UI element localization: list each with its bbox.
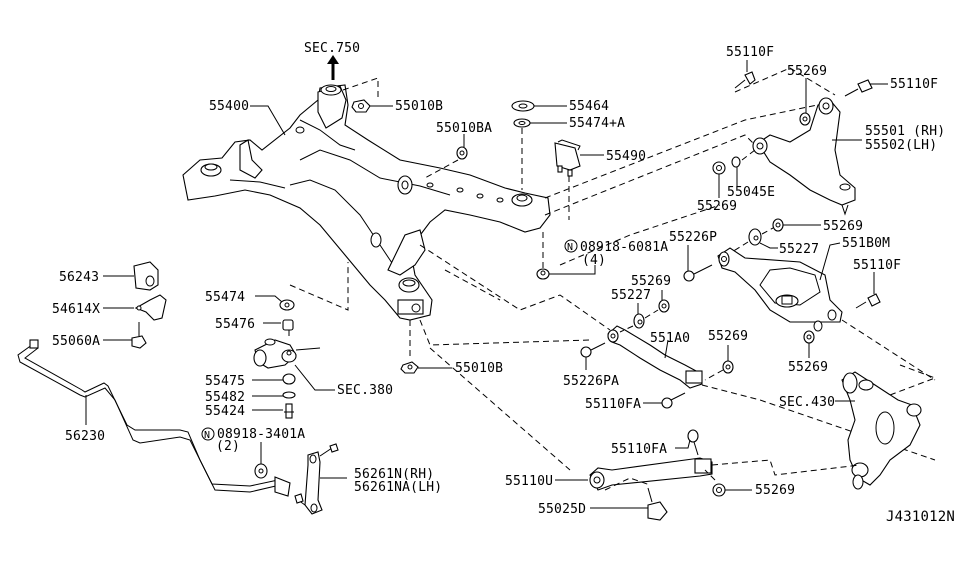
height-sensor-body — [253, 338, 297, 369]
callout-55474[interactable]: 55474 — [205, 290, 245, 305]
figure-code: J431012N — [886, 509, 955, 525]
callout-56261NA-lh[interactable]: 56261NA(LH) — [354, 480, 442, 495]
nut-08918-6081A[interactable] — [536, 268, 550, 280]
nut-55269-upper[interactable] — [799, 112, 811, 126]
stabilizer-link-56261N[interactable] — [294, 443, 339, 515]
callout-551A0[interactable]: 551A0 — [650, 331, 690, 346]
stabilizer-bar-56230[interactable] — [17, 339, 291, 497]
sec-750-arrow — [327, 55, 339, 80]
n-marker-circle-3401A — [201, 427, 215, 441]
callout-55269-g[interactable]: 55269 — [755, 483, 795, 498]
callout-55227-a[interactable]: 55227 — [779, 242, 819, 257]
washer-55464[interactable] — [511, 100, 535, 112]
callout-55010B-top[interactable]: 55010B — [395, 99, 443, 114]
callout-55269-d[interactable]: 55269 — [788, 360, 828, 375]
callout-55269-c[interactable]: 55269 — [823, 219, 863, 234]
callout-55226P[interactable]: 55226P — [669, 230, 717, 245]
bolt-55110F-lower[interactable] — [855, 293, 881, 309]
callout-08918-3401A-qty: (2) — [216, 439, 240, 454]
callout-551B0M[interactable]: 551B0M — [842, 236, 890, 251]
callout-55110U[interactable]: 55110U — [505, 474, 553, 489]
washer-55045E[interactable] — [731, 156, 741, 168]
callout-55269-f[interactable]: 55269 — [708, 329, 748, 344]
callout-55464[interactable]: 55464 — [569, 99, 609, 114]
knuckle-sec430[interactable] — [841, 371, 922, 490]
callout-55227-b[interactable]: 55227 — [611, 288, 651, 303]
suspension-member-55400[interactable] — [182, 84, 551, 321]
callout-55269-e[interactable]: 55269 — [631, 274, 671, 289]
bushing-55476[interactable] — [282, 319, 294, 331]
callout-56261N-rh[interactable]: 56261N(RH) — [354, 467, 434, 482]
bracket-54614X[interactable] — [134, 294, 167, 321]
bolt-55226P[interactable] — [683, 264, 713, 282]
bolt-55110F-upper-left[interactable] — [734, 71, 756, 89]
callout-55502-lh[interactable]: 55502(LH) — [865, 138, 937, 153]
callout-55490[interactable]: 55490 — [606, 149, 646, 164]
callout-55476[interactable]: 55476 — [215, 317, 255, 332]
callout-55269-a[interactable]: 55269 — [787, 64, 827, 79]
callout-55110F-b[interactable]: 55110F — [890, 77, 938, 92]
bushing-56243[interactable] — [133, 261, 159, 291]
lower-arm-551B0M[interactable] — [717, 247, 843, 332]
washer-55474A[interactable] — [513, 118, 531, 128]
callout-55424[interactable]: 55424 — [205, 404, 245, 419]
cam-55227-link[interactable] — [633, 313, 645, 329]
nut-08918-3401A[interactable] — [254, 463, 268, 479]
nut-55269-lower-top[interactable] — [772, 218, 784, 232]
nut-55474[interactable] — [279, 299, 295, 311]
nut-55269-link-top[interactable] — [658, 299, 670, 313]
nut-55269-lower-bottom[interactable] — [803, 330, 815, 344]
callout-56243[interactable]: 56243 — [59, 270, 99, 285]
callout-08918-3401A[interactable]: 08918-3401A — [217, 427, 305, 442]
section-ref-sec380[interactable]: SEC.380 — [337, 383, 393, 398]
callout-55475[interactable]: 55475 — [205, 374, 245, 389]
bolt-55110F-upper-right[interactable] — [844, 79, 873, 97]
callout-55045E[interactable]: 55045E — [727, 185, 775, 200]
nut-55269-toe[interactable] — [712, 483, 726, 497]
bolt-55060A[interactable] — [131, 322, 147, 349]
callout-55010B-bottom[interactable]: 55010B — [455, 361, 503, 376]
callout-55010BA[interactable]: 55010BA — [436, 121, 492, 136]
upper-arm-55501-55502[interactable] — [752, 97, 856, 216]
n-marker-circle — [564, 239, 578, 253]
nut-55010B-top[interactable] — [351, 99, 371, 113]
nut-55010BA[interactable] — [456, 146, 468, 160]
callout-55474A[interactable]: 55474+A — [569, 116, 625, 131]
cam-55227-upper[interactable] — [748, 228, 762, 246]
callout-55110FA-b[interactable]: 55110FA — [611, 442, 667, 457]
callout-55269-b[interactable]: 55269 — [697, 199, 737, 214]
bolt-55110FA-link[interactable] — [661, 392, 686, 409]
callout-56230[interactable]: 56230 — [65, 429, 105, 444]
nut-55269-link-right[interactable] — [722, 360, 734, 374]
bolt-55025D[interactable] — [647, 487, 668, 521]
callout-55501-rh[interactable]: 55501 (RH) — [865, 124, 945, 139]
washer-55482[interactable] — [282, 391, 296, 399]
bolt-55226PA[interactable] — [580, 342, 606, 358]
callout-55226PA[interactable]: 55226PA — [563, 374, 619, 389]
callout-55025D[interactable]: 55025D — [538, 502, 586, 517]
bolt-55424[interactable] — [284, 403, 294, 419]
callout-55110F-c[interactable]: 55110F — [853, 258, 901, 273]
callout-08918-6081A-qty: (4) — [582, 253, 606, 268]
callout-55482[interactable]: 55482 — [205, 390, 245, 405]
nut-55269-washer-side[interactable] — [712, 161, 726, 175]
callout-55400[interactable]: 55400 — [209, 99, 249, 114]
callout-08918-6081A[interactable]: 08918-6081A — [580, 240, 668, 255]
callout-55110F-a[interactable]: 55110F — [726, 45, 774, 60]
callout-54614X[interactable]: 54614X — [52, 302, 100, 317]
nut-55475[interactable] — [282, 373, 296, 385]
n-marker-3401A: N — [204, 430, 210, 441]
nut-55010B-bottom[interactable] — [400, 361, 419, 374]
section-ref-sec430[interactable]: SEC.430 — [779, 395, 835, 410]
callout-55110FA-a[interactable]: 55110FA — [585, 397, 641, 412]
bolt-55110FA-toe[interactable] — [687, 429, 699, 456]
sensor-55490[interactable] — [554, 139, 581, 177]
lateral-link-551A0[interactable] — [607, 325, 703, 389]
n-marker-6081A: N — [567, 242, 573, 253]
callout-55060A[interactable]: 55060A — [52, 334, 100, 349]
toe-link-55110U[interactable] — [589, 457, 713, 491]
section-ref-sec750[interactable]: SEC.750 — [304, 41, 360, 56]
